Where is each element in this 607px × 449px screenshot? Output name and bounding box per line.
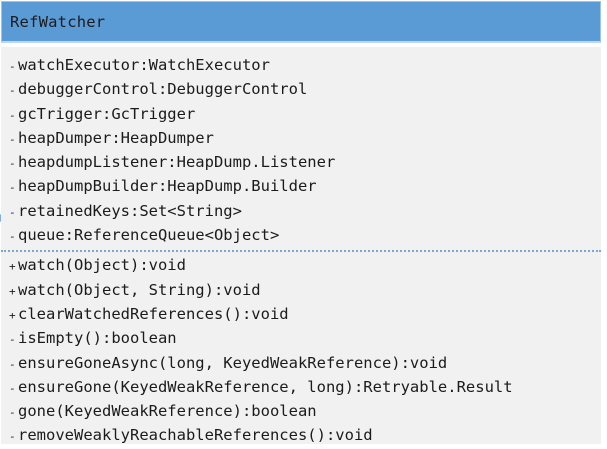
field-row: -watchExecutor:WatchExecutor [9, 54, 595, 78]
visibility-symbol: - [9, 132, 16, 146]
method-row: -ensureGone(KeyedWeakReference, long):Re… [9, 376, 595, 400]
visibility-symbol: - [9, 430, 16, 444]
method-row: -isEmpty():boolean [9, 327, 595, 351]
method-signature: watch(Object, String):void [18, 280, 261, 299]
field-signature: retainedKeys:Set<String> [18, 201, 242, 220]
visibility-symbol: + [9, 284, 16, 298]
visibility-symbol: + [9, 260, 16, 274]
method-signature: watch(Object):void [18, 256, 186, 275]
visibility-symbol: - [9, 205, 16, 219]
visibility-symbol: - [9, 230, 16, 244]
method-signature: clearWatchedReferences():void [18, 304, 289, 323]
field-signature: gcTrigger:GcTrigger [18, 104, 196, 123]
visibility-symbol: - [9, 60, 16, 73]
class-name: RefWatcher [10, 12, 106, 31]
visibility-symbol: - [9, 157, 16, 171]
method-row: -gone(KeyedWeakReference):boolean [9, 400, 595, 424]
field-signature: heapdumpListener:HeapDump.Listener [18, 153, 336, 172]
visibility-symbol: - [9, 333, 16, 347]
visibility-symbol: - [9, 84, 16, 98]
method-row: +clearWatchedReferences():void [9, 303, 595, 327]
method-signature: isEmpty():boolean [18, 329, 177, 348]
field-row: -queue:ReferenceQueue<Object> [9, 224, 595, 248]
visibility-symbol: - [9, 381, 16, 395]
method-signature: ensureGone(KeyedWeakReference, long):Ret… [18, 377, 513, 396]
field-signature: debuggerControl:DebuggerControl [18, 80, 308, 99]
field-signature: watchExecutor:WatchExecutor [18, 56, 270, 74]
field-row: -gcTrigger:GcTrigger [9, 103, 595, 127]
method-signature: ensureGoneAsync(long, KeyedWeakReference… [18, 353, 448, 372]
visibility-symbol: - [9, 406, 16, 420]
method-row: -ensureGoneAsync(long, KeyedWeakReferenc… [9, 352, 595, 376]
uml-class-box: RefWatcher -watchExecutor:WatchExecutor … [1, 1, 601, 444]
field-row: -debuggerControl:DebuggerControl [9, 78, 595, 102]
field-signature: heapDumpBuilder:HeapDump.Builder [18, 177, 317, 196]
methods-compartment: +watch(Object):void +watch(Object, Strin… [9, 254, 595, 448]
field-signature: heapDumper:HeapDumper [18, 128, 214, 147]
field-row: -heapDumper:HeapDumper [9, 127, 595, 151]
method-signature: gone(KeyedWeakReference):boolean [18, 402, 317, 421]
field-row: -retainedKeys:Set<String> [9, 200, 595, 224]
method-signature: removeWeaklyReachableReferences():void [18, 426, 373, 445]
visibility-symbol: + [9, 308, 16, 322]
visibility-symbol: - [9, 357, 16, 371]
field-signature: queue:ReferenceQueue<Object> [18, 226, 280, 245]
method-row: +watch(Object, String):void [9, 279, 595, 303]
class-body: -watchExecutor:WatchExecutor -debuggerCo… [1, 47, 601, 444]
method-row: -removeWeaklyReachableReferences():void [9, 424, 595, 448]
field-row: -heapdumpListener:HeapDump.Listener [9, 151, 595, 175]
visibility-symbol: - [9, 108, 16, 122]
class-header: RefWatcher [1, 1, 601, 43]
field-row: -heapDumpBuilder:HeapDump.Builder [9, 175, 595, 199]
fields-compartment: -watchExecutor:WatchExecutor -debuggerCo… [9, 54, 595, 248]
method-row: +watch(Object):void [9, 254, 595, 278]
compartment-divider [1, 250, 601, 253]
visibility-symbol: - [9, 181, 16, 195]
